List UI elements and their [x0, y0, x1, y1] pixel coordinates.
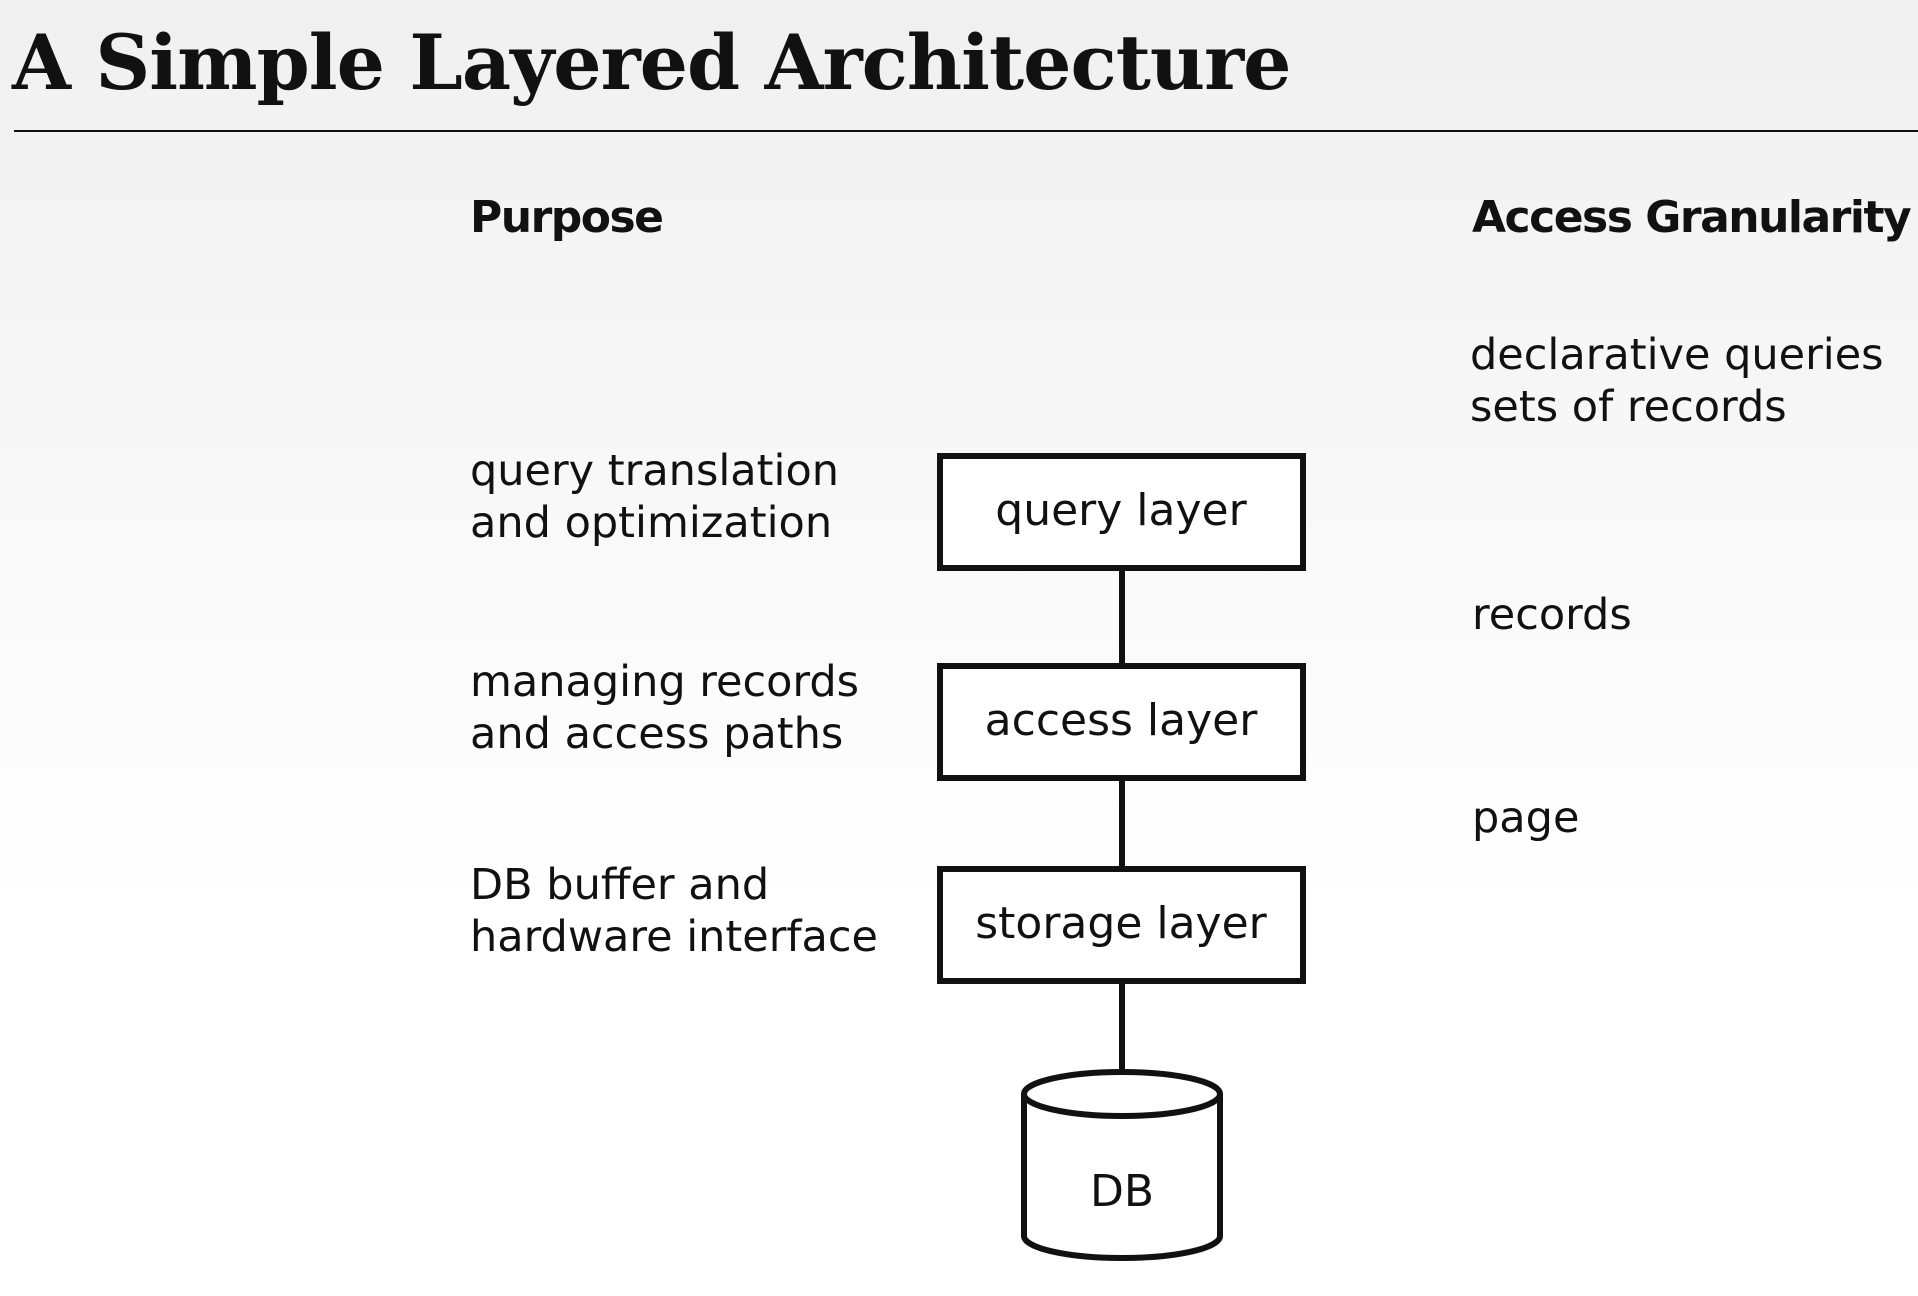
granularity-queries: declarative queries sets of records: [1470, 329, 1884, 433]
purpose-storage-layer: DB buffer and hardware interface: [470, 859, 878, 963]
granularity-queries-line-2: sets of records: [1470, 382, 1787, 432]
query-layer-box: [937, 453, 1306, 571]
purpose-query-line-2: and optimization: [470, 498, 833, 548]
purpose-storage-line-1: DB buffer and: [470, 860, 770, 910]
purpose-storage-line-2: hardware interface: [470, 912, 878, 962]
database-label: DB: [1090, 1166, 1154, 1217]
granularity-queries-line-1: declarative queries: [1470, 330, 1884, 380]
purpose-query-line-1: query translation: [470, 446, 840, 496]
database-cylinder: [1021, 1069, 1223, 1261]
granularity-page: page: [1472, 793, 1580, 843]
database-cylinder-rim: [1021, 1093, 1223, 1119]
purpose-access-line-2: and access paths: [470, 709, 844, 759]
purpose-query-layer: query translation and optimization: [470, 445, 839, 549]
storage-layer-label: storage layer: [975, 898, 1267, 949]
title-rule: [14, 130, 1918, 132]
access-layer-box: [937, 663, 1306, 781]
granularity-records: records: [1472, 590, 1632, 640]
query-layer-label: query layer: [995, 485, 1247, 536]
access-layer-label: access layer: [985, 695, 1259, 746]
purpose-access-layer: managing records and access paths: [470, 656, 859, 760]
database-cylinder-body: [1021, 1069, 1223, 1261]
granularity-column-header: Access Granularity: [1472, 192, 1912, 243]
purpose-column-header: Purpose: [470, 192, 664, 243]
purpose-access-line-1: managing records: [470, 657, 860, 707]
slide-title: A Simple Layered Architecture: [12, 18, 1292, 107]
storage-layer-box: [937, 866, 1306, 984]
